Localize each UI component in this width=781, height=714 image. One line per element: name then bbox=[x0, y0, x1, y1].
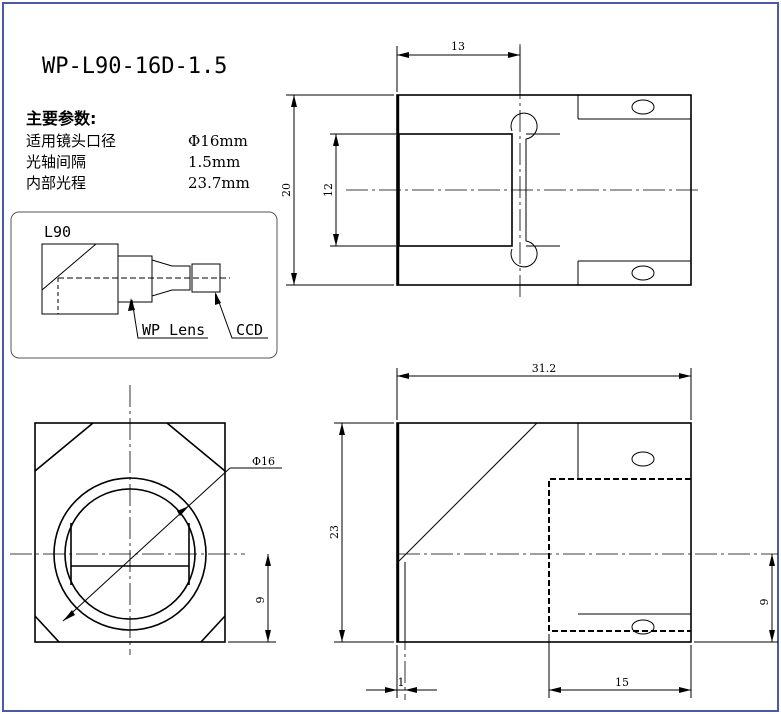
dim-15-arrow-right bbox=[679, 687, 691, 693]
dim-23-arrow-bottom bbox=[339, 630, 345, 642]
front-dim-9-value: 9 bbox=[254, 597, 267, 604]
dim-13-value: 13 bbox=[451, 40, 465, 53]
inset-ccd bbox=[191, 263, 221, 293]
dim-31-value: 31.2 bbox=[532, 362, 557, 375]
inset-schematic: L90 WP Lens CCD bbox=[10, 211, 278, 359]
dim-12-arrow-top bbox=[333, 134, 339, 146]
inset-lens-arrow bbox=[128, 298, 135, 311]
dim-13-arrow-right bbox=[508, 52, 520, 58]
dim-1-value: 1 bbox=[398, 676, 405, 689]
side-view: 31.2 23 9 1 15 bbox=[328, 362, 778, 700]
top-hole-upper bbox=[631, 99, 655, 115]
side-dim-9-arrow-bottom bbox=[769, 630, 775, 642]
param-label-axis-gap: 光轴间隔 bbox=[26, 153, 86, 171]
dim-20-value: 20 bbox=[280, 183, 293, 197]
param-label-aperture: 适用镜头口径 bbox=[26, 132, 116, 150]
dim-20-arrow-top bbox=[291, 95, 297, 107]
side-mirror-line bbox=[397, 422, 538, 563]
model-title: WP-L90-16D-1.5 bbox=[42, 54, 227, 79]
front-dim-9-arrow-top bbox=[265, 554, 271, 566]
front-dim-9-arrow-bottom bbox=[265, 630, 271, 642]
side-body-outline bbox=[396, 422, 692, 643]
param-value-path: 23.7mm bbox=[188, 174, 250, 192]
side-dim-9-value: 9 bbox=[758, 599, 771, 606]
dim-23-arrow-top bbox=[339, 423, 345, 435]
dim-23-value: 23 bbox=[328, 525, 341, 539]
inset-title: L90 bbox=[44, 223, 71, 241]
front-diameter-arrow-a bbox=[63, 610, 75, 621]
inset-ccd-label: CCD bbox=[236, 321, 263, 339]
dim-1-arrow-right bbox=[405, 687, 417, 693]
inset-ccd-leader bbox=[215, 293, 268, 339]
front-chamfer-br bbox=[200, 615, 226, 643]
dim-15-arrow-left bbox=[549, 687, 561, 693]
front-chamfer-bl bbox=[34, 615, 60, 643]
side-dim-9-arrow-top bbox=[769, 554, 775, 566]
parameters-block: 主要参数: 适用镜头口径 Φ16mm 光轴间隔 1.5mm 内部光程 23.7m… bbox=[26, 109, 250, 192]
params-heading: 主要参数: bbox=[26, 109, 96, 128]
front-view: Φ16 9 bbox=[10, 385, 282, 655]
param-label-path: 内部光程 bbox=[26, 174, 86, 192]
dim-12-value: 12 bbox=[322, 183, 335, 197]
inset-mirror bbox=[41, 243, 97, 291]
inset-frame bbox=[10, 211, 278, 359]
dim-31-arrow-right bbox=[679, 373, 691, 379]
inset-lens-label: WP Lens bbox=[142, 321, 205, 339]
inset-lens-taper bbox=[151, 259, 191, 297]
side-hole-upper bbox=[631, 451, 655, 467]
dim-12-arrow-bottom bbox=[333, 234, 339, 246]
top-hole-lower bbox=[631, 265, 655, 281]
dim-13-arrow-left bbox=[397, 52, 409, 58]
front-diameter-leader bbox=[62, 467, 231, 622]
dim-15-value: 15 bbox=[615, 676, 629, 689]
inset-ccd-arrow bbox=[215, 292, 221, 305]
front-diameter-arrow-b bbox=[177, 506, 189, 516]
dim-31-arrow-left bbox=[397, 373, 409, 379]
inset-lens-leader bbox=[131, 299, 208, 339]
dim-1-arrow-left bbox=[385, 687, 397, 693]
front-chamfer-tl bbox=[34, 422, 94, 472]
side-hidden-bore bbox=[548, 478, 691, 632]
front-chamfer-tr bbox=[166, 422, 226, 472]
param-value-aperture: Φ16mm bbox=[188, 132, 248, 150]
front-diameter-value: Φ16 bbox=[252, 455, 275, 468]
param-value-axis-gap: 1.5mm bbox=[188, 153, 240, 171]
dim-20-arrow-bottom bbox=[291, 273, 297, 285]
top-view: 13 20 12 bbox=[280, 40, 702, 300]
side-hole-lower bbox=[631, 619, 655, 635]
